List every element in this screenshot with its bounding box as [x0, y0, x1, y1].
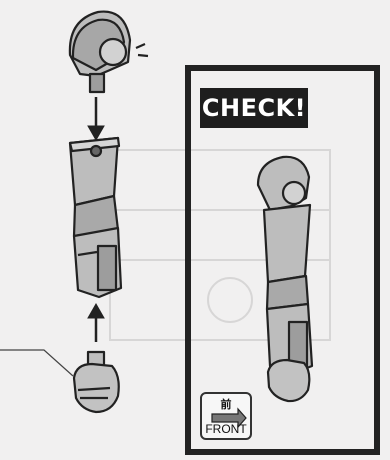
front-label: FRONT — [202, 422, 250, 436]
leader-line — [0, 350, 73, 376]
front-badge: 前 FRONT — [200, 392, 252, 440]
hand-part — [74, 352, 119, 412]
check-badge: CHECK! — [200, 88, 308, 128]
insert-arrow-top — [88, 97, 104, 140]
insert-arrow-bottom — [88, 304, 104, 342]
arm-part — [70, 138, 121, 297]
shoulder-part — [70, 12, 148, 92]
